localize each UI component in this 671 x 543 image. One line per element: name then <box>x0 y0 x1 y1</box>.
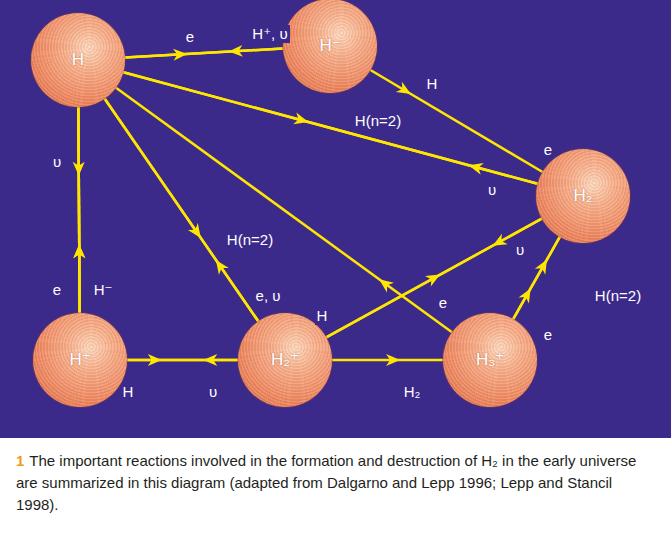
reactant-label: H <box>425 75 440 93</box>
species-label: H⁺ <box>69 350 90 370</box>
arrowhead <box>535 260 547 275</box>
figure-number: 1 <box>16 452 24 469</box>
species-label: H₂⁺ <box>271 350 299 370</box>
reactant-label: υ <box>51 153 63 171</box>
reactant-label: υ <box>514 241 526 259</box>
reactant-label: e <box>184 28 196 46</box>
species-sphere: H⁻ <box>283 0 377 93</box>
species-sphere: H⁺ <box>33 313 127 407</box>
reaction-line <box>78 107 79 313</box>
species-label: H₂ <box>574 186 593 206</box>
species-sphere: H₃⁺ <box>443 313 537 407</box>
reaction-arrow <box>125 49 283 61</box>
reactant-label: H <box>315 307 330 325</box>
arrowhead <box>203 354 217 366</box>
reaction-line <box>105 99 259 322</box>
reactant-label: e <box>437 294 449 312</box>
species-label: H⁻ <box>319 36 340 56</box>
reaction-arrow <box>105 99 259 322</box>
reaction-line <box>127 359 238 362</box>
arrowhead <box>386 354 400 366</box>
reaction-arrow <box>105 99 259 322</box>
reaction-arrow <box>127 354 238 366</box>
caption-text: The important reactions involved in the … <box>16 452 636 513</box>
reaction-line <box>513 237 560 319</box>
arrowhead <box>379 279 394 292</box>
reactant-label: υ <box>486 181 498 199</box>
arrowhead <box>396 82 411 94</box>
reactant-label: H⁺, υ <box>250 25 289 43</box>
reactant-label: e <box>51 281 63 299</box>
reaction-arrow <box>125 45 283 58</box>
reaction-arrow <box>73 107 85 313</box>
reactant-label: e <box>542 326 554 344</box>
reactant-label: H <box>121 383 136 401</box>
reactant-label: H(n=2) <box>353 112 403 130</box>
reaction-arrow <box>513 237 560 319</box>
reaction-line <box>78 107 79 313</box>
product-label: e <box>542 141 554 159</box>
species-sphere: H₂⁺ <box>238 313 332 407</box>
arrowhead <box>469 163 484 175</box>
reaction-line <box>332 359 443 362</box>
reaction-arrow <box>332 354 443 366</box>
reactant-label: H⁻ <box>92 281 115 299</box>
arrowhead <box>493 234 508 246</box>
reaction-line <box>125 49 283 58</box>
arrowhead <box>216 260 229 275</box>
reactant-label: υ <box>207 383 219 401</box>
species-label: H₃⁺ <box>476 350 504 370</box>
reactant-label: e, υ <box>254 287 283 305</box>
reaction-arrow <box>513 237 560 319</box>
reactant-label: H(n=2) <box>593 287 643 305</box>
reaction-arrow <box>127 354 238 366</box>
species-sphere: H₂ <box>536 149 630 243</box>
reaction-line <box>127 359 238 362</box>
species-label: H <box>72 50 84 70</box>
reaction-arrow <box>73 107 85 313</box>
reaction-line <box>105 99 259 322</box>
reaction-line <box>78 107 79 313</box>
reactant-label: H₂ <box>402 383 423 401</box>
reactant-label: H(n=2) <box>225 231 275 249</box>
reaction-line <box>125 49 283 58</box>
arrowhead <box>73 244 85 258</box>
figure-caption: 1The important reactions involved in the… <box>16 450 652 516</box>
reaction-line <box>513 237 560 319</box>
species-sphere: H <box>31 13 125 107</box>
arrowhead <box>229 45 243 57</box>
reaction-arrow <box>73 107 85 313</box>
